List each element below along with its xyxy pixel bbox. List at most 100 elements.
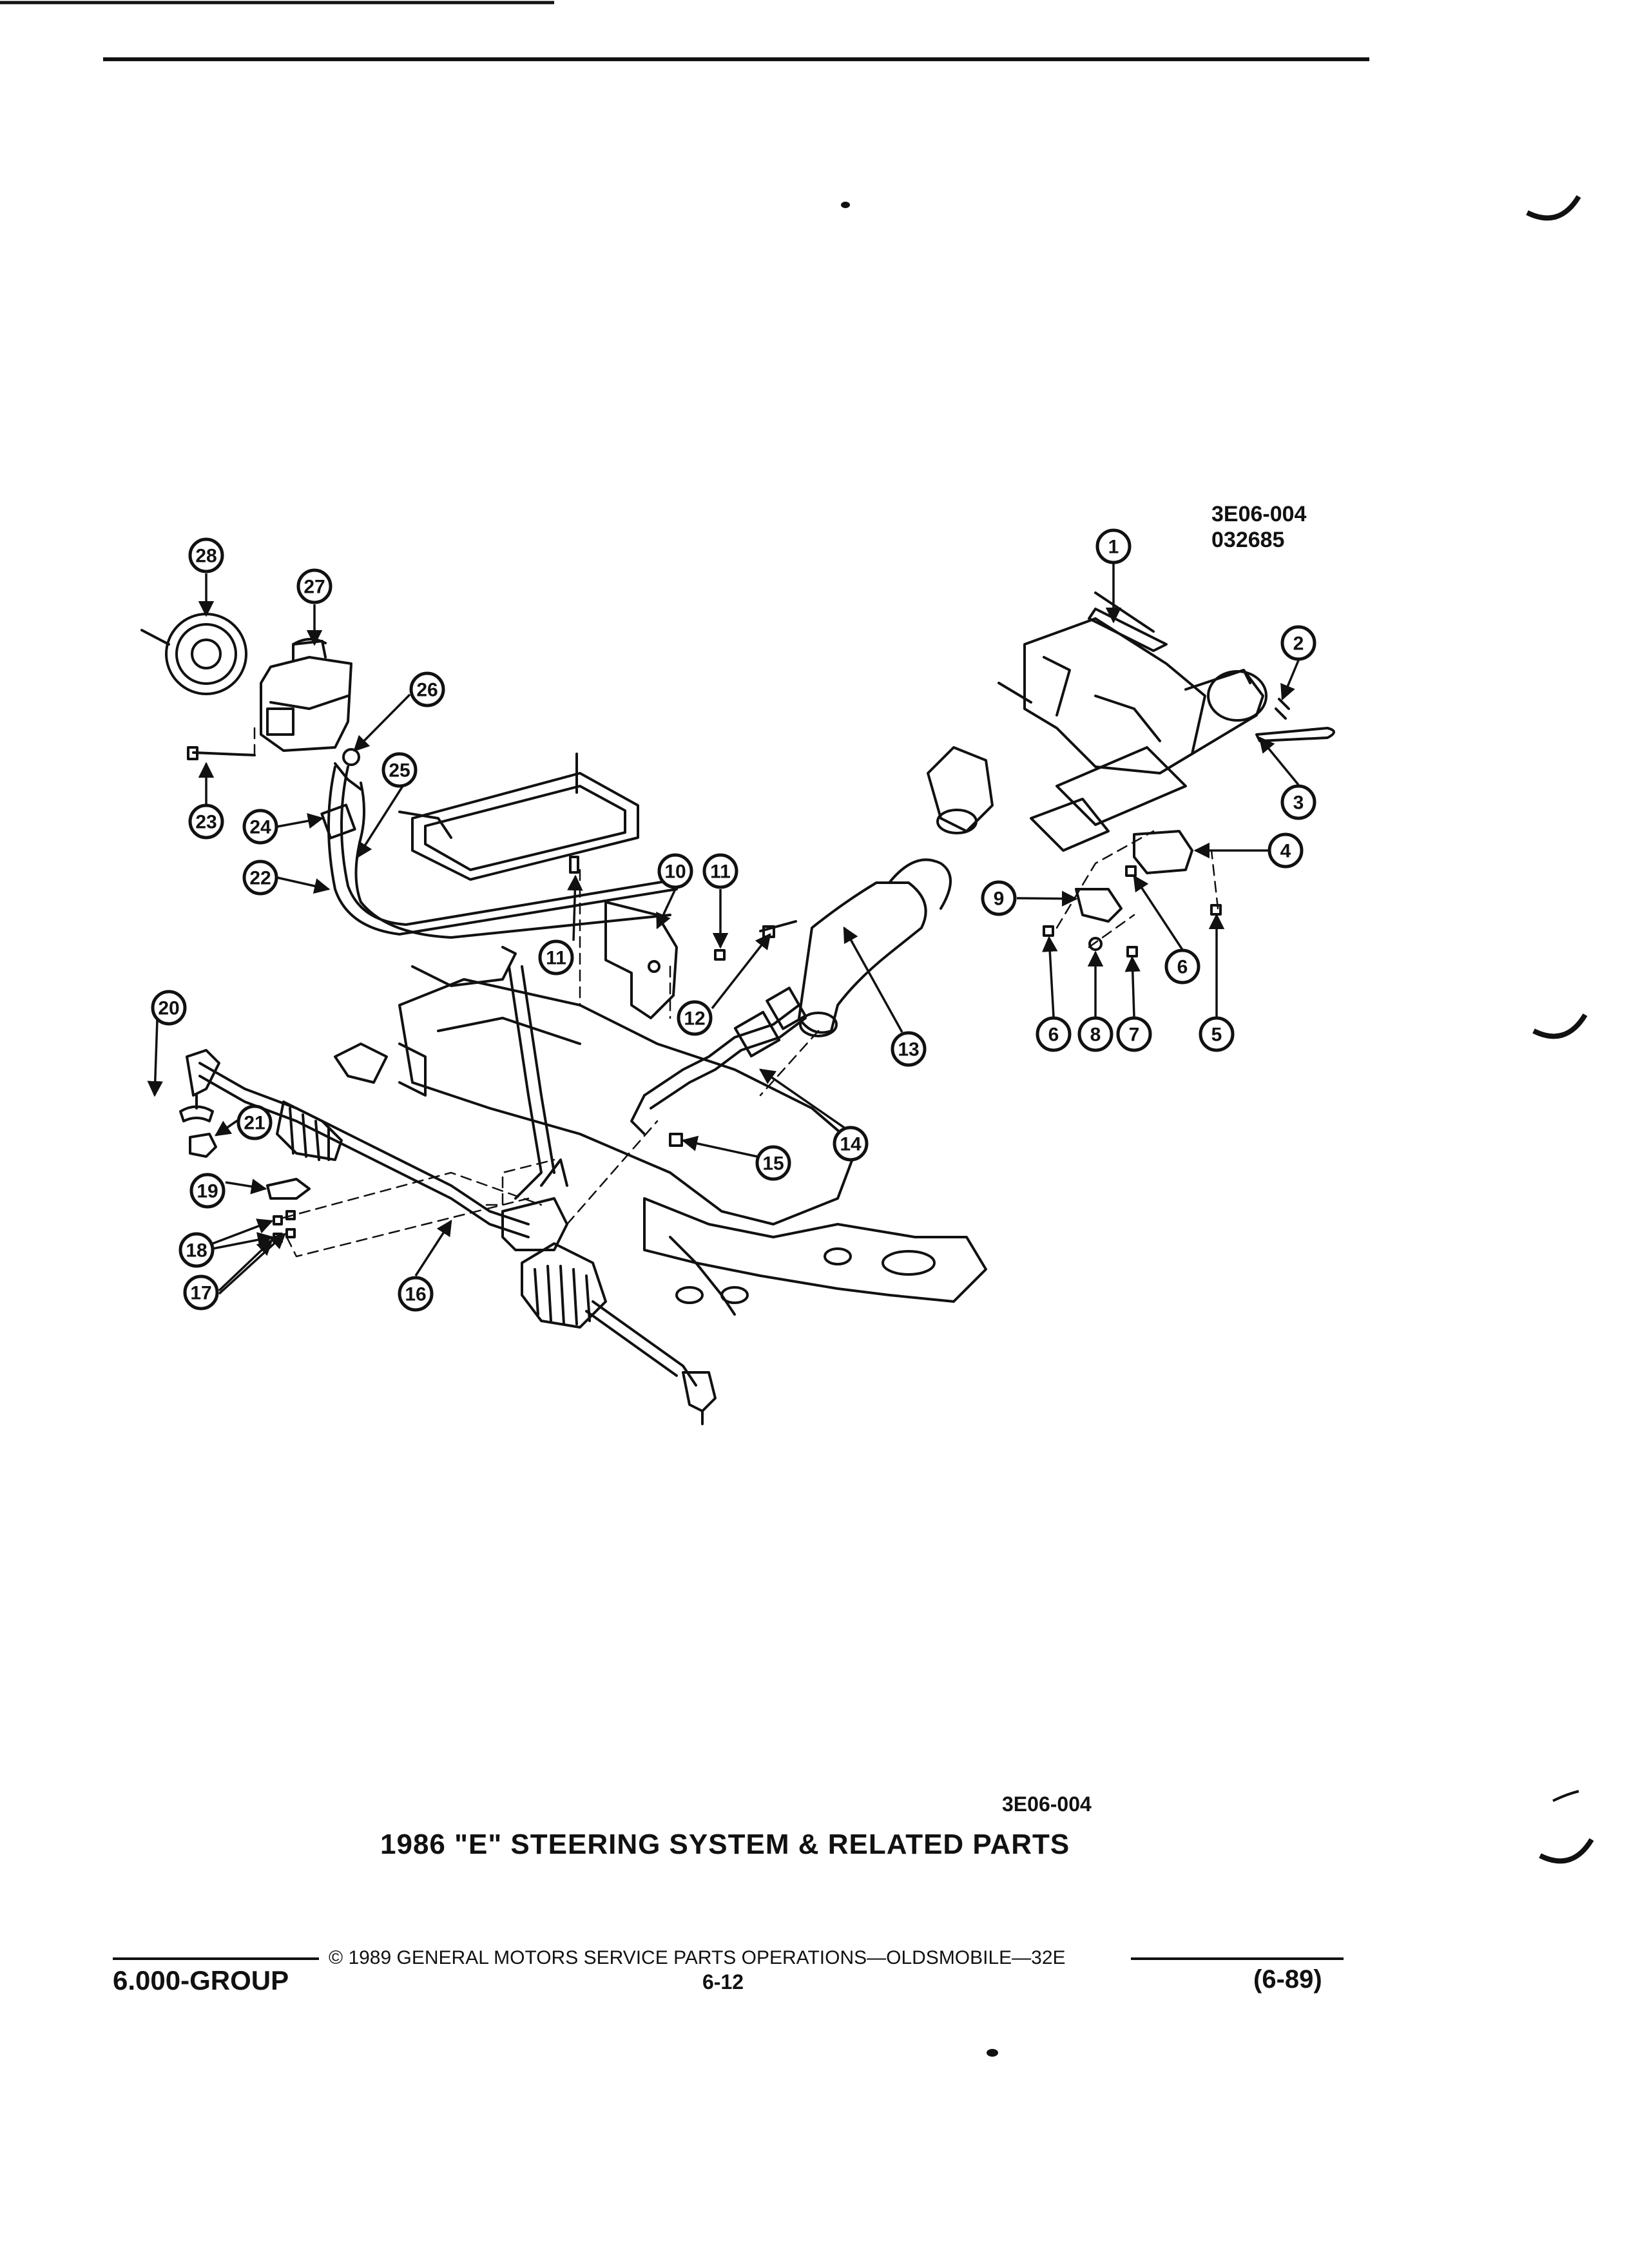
nut-5-part [1210,904,1222,916]
callout-10-label: 10 [664,861,686,883]
screw-2-part [1275,698,1290,720]
washer-8-part [1088,937,1103,951]
scan-speck [841,202,850,208]
bolt-11-part [569,856,579,874]
callout-3-label: 3 [1293,793,1304,814]
caption-title: 1986 "E" STEERING SYSTEM & RELATED PARTS [380,1829,1070,1860]
fluid-reservoir-part [260,638,352,752]
callout-circle [657,853,693,889]
callout-9-label: 9 [994,889,1005,910]
binder-hole-mark [1552,1790,1579,1802]
callout-leaders [147,564,1300,1295]
bracket-4-part [1133,830,1193,874]
nut-6-part [1043,925,1054,937]
callout-circle [188,803,224,840]
callout-6-label: 6 [1177,957,1188,978]
lever-1-part [1088,608,1168,652]
callout-circle [981,880,1017,916]
footer-revision-date: (6-89) [1253,1965,1322,1994]
callout-circle [1116,1016,1152,1052]
callout-circle [151,990,187,1026]
callout-11-label: 11 [710,861,731,883]
callout-26-label: 26 [416,680,438,701]
binder-hole-mark [1539,1838,1594,1864]
callout-14-label: 14 [840,1134,862,1155]
steering-column-part [998,591,1268,852]
callout-13-label: 13 [898,1039,919,1061]
dash-seal-13-part [798,746,994,1037]
callout-4-label: 4 [1280,841,1291,862]
callout-15-label: 15 [762,1153,784,1175]
binder-hole-mark [1526,195,1581,221]
nut-17-part [285,1228,296,1238]
callout-circle [755,1145,791,1181]
callout-circle [409,671,445,707]
callout-19-label: 19 [197,1181,218,1202]
callout-22-label: 22 [249,868,271,889]
callout-circle [677,1000,713,1036]
callout-circle [398,1276,434,1312]
callout-circle [1164,948,1200,985]
nut-21-part [189,1133,217,1158]
callout-20-label: 20 [158,998,179,1019]
callout-27-label: 27 [304,577,325,598]
callout-11-label: 11 [546,948,566,969]
callout-circle [381,752,418,788]
callout-circle [1280,784,1316,820]
callout-2-label: 2 [1293,633,1304,655]
callout-17-label: 17 [190,1283,211,1304]
callout-circle [242,809,278,845]
fitting-26-part [334,748,362,791]
pressure-hose-part [327,765,678,939]
callout-1-label: 1 [1108,537,1119,558]
callout-circle [1036,1016,1072,1052]
callout-8-label: 8 [1090,1024,1101,1046]
callout-7-label: 7 [1129,1024,1140,1046]
figure-code-number: 3E06-004 [1211,502,1307,526]
callout-6-label: 6 [1048,1024,1059,1046]
callout-circle [833,1126,869,1162]
callout-25-label: 25 [389,760,410,782]
pump-pulley-part [140,613,247,695]
callout-18-label: 18 [186,1240,207,1262]
footer-group-label: 6.000-GROUP [113,1965,289,1995]
callout-circle [538,939,574,975]
callout-5-label: 5 [1211,1024,1222,1046]
nut-7-part [1126,946,1138,957]
callout-24-label: 24 [249,817,271,838]
callout-circle [702,853,738,889]
cooler-lines-part [398,753,639,1200]
callout-circle [1077,1016,1113,1052]
scan-speck [987,2049,998,2057]
callout-circle [1095,528,1132,564]
bolt-15-part [669,1133,683,1147]
clamp-19-part [266,1178,311,1200]
callout-circle [242,860,278,896]
intermediate-shaft-14-part [630,986,807,1135]
callout-23-label: 23 [195,812,217,833]
footer-page-number: 6-12 [702,1970,744,1994]
callout-circle [236,1104,273,1140]
nut-6-part [1125,865,1137,877]
callout-21-label: 21 [244,1113,265,1134]
callout-circle [178,1232,215,1268]
callout-circle [1280,625,1316,661]
callout-circle [891,1031,927,1067]
steering-rack-16-part [198,1062,717,1425]
bolt-12-part [759,920,797,938]
callout-circle [1199,1016,1235,1052]
bolt-18-part [285,1210,296,1220]
callout-circle [189,1173,226,1209]
callout-circle [183,1274,219,1311]
bolt-18-part [273,1215,283,1225]
handle-3-part [1255,727,1335,742]
clamp-24-part [320,803,356,840]
callout-12-label: 12 [684,1008,705,1030]
tie-rod-end-20-part [179,1049,220,1122]
bolt-11-part [714,949,726,961]
binder-hole-mark [1532,1013,1588,1039]
figure-code: 3E06-004 032685 [1211,501,1306,553]
callout-28-label: 28 [195,546,217,567]
